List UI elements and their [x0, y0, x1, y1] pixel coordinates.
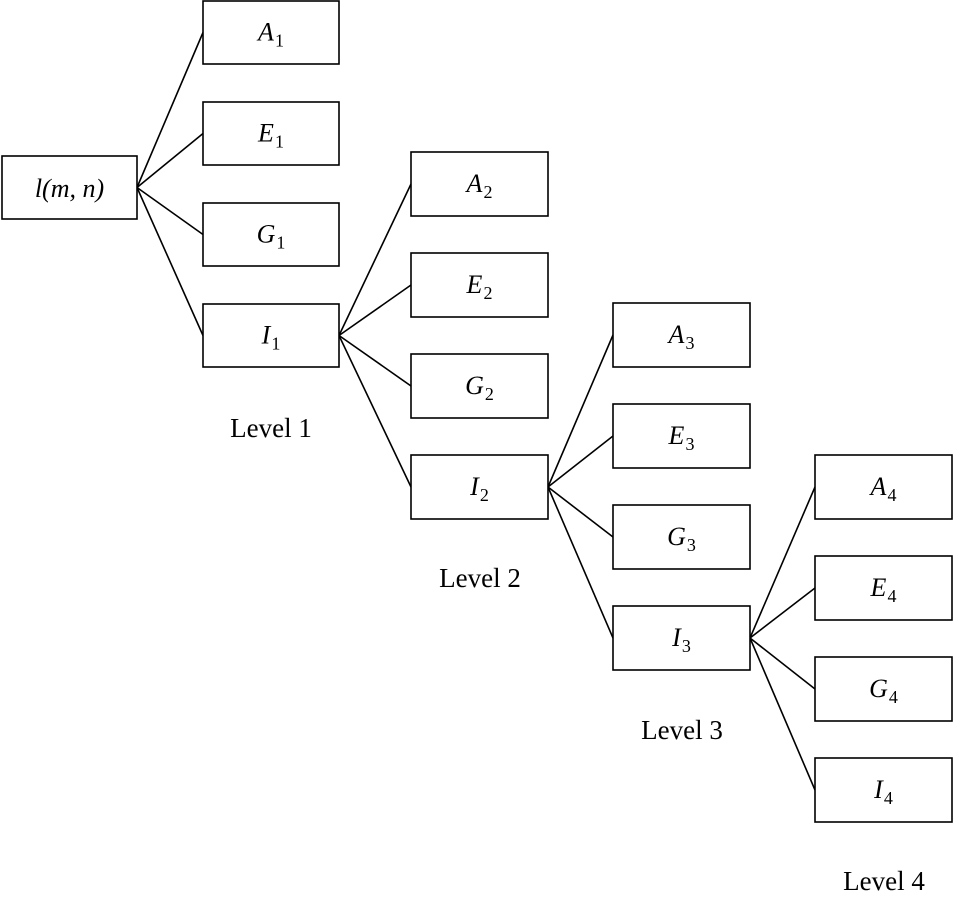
edge-level3-e	[547, 435, 614, 488]
edge-level2-g	[338, 334, 412, 387]
node-label: A3	[667, 320, 695, 353]
edge-level2-a	[338, 183, 412, 336]
edge-level4-i	[749, 637, 816, 791]
edge-level1-g	[136, 186, 204, 236]
level-caption: Level 2	[439, 563, 521, 593]
node-label: E2	[466, 270, 493, 303]
node-label: A4	[869, 472, 897, 505]
edge-level2-i	[338, 335, 412, 488]
edge-level1-e	[136, 132, 204, 189]
node-g3: G3	[612, 504, 751, 570]
edge-level2-e	[338, 284, 412, 337]
edge-level4-a	[749, 486, 816, 639]
level-captions: Level 1 Level 2 Level 3 Level 4	[230, 413, 925, 896]
node-label: A2	[465, 169, 493, 202]
edge-level4-e	[749, 587, 816, 639]
node-label: A1	[256, 18, 284, 51]
node-label: E4	[870, 573, 897, 606]
root-node: l(m, n)	[1, 155, 138, 220]
node-label: G1	[257, 220, 286, 253]
node-label: G3	[667, 522, 696, 555]
node-label: G4	[869, 674, 898, 707]
edge-level1-a	[136, 32, 204, 188]
node-i2: I2	[410, 454, 549, 520]
node-i3: I3	[612, 605, 751, 671]
node-g4: G4	[814, 656, 953, 722]
node-e2: E2	[410, 252, 549, 318]
node-label: E1	[257, 119, 284, 152]
level-caption: Level 4	[843, 866, 925, 896]
edge-level1-i	[136, 187, 204, 336]
level-caption: Level 3	[641, 715, 723, 745]
node-g1: G1	[202, 202, 340, 267]
edge-level3-i	[547, 486, 614, 639]
node-i4: I4	[814, 757, 953, 823]
node-a4: A4	[814, 454, 953, 520]
node-e3: E3	[612, 403, 751, 469]
edge-level3-a	[547, 334, 614, 488]
node-i1: I1	[202, 303, 340, 368]
node-e1: E1	[202, 101, 340, 166]
node-label: G2	[465, 371, 494, 404]
node-label: E3	[668, 421, 695, 454]
edges	[136, 32, 816, 791]
node-label: I2	[469, 472, 489, 505]
node-a2: A2	[410, 151, 549, 217]
node-a3: A3	[612, 302, 751, 368]
edge-level3-g	[547, 486, 614, 538]
edge-level4-g	[749, 637, 816, 690]
node-label: I4	[873, 775, 893, 808]
node-a1: A1	[202, 0, 340, 65]
level-caption: Level 1	[230, 413, 312, 443]
node-g2: G2	[410, 353, 549, 419]
node-label: I3	[671, 623, 691, 656]
node-e4: E4	[814, 555, 953, 621]
node-label: I1	[261, 321, 281, 354]
root-node-label: l(m, n)	[35, 174, 104, 203]
